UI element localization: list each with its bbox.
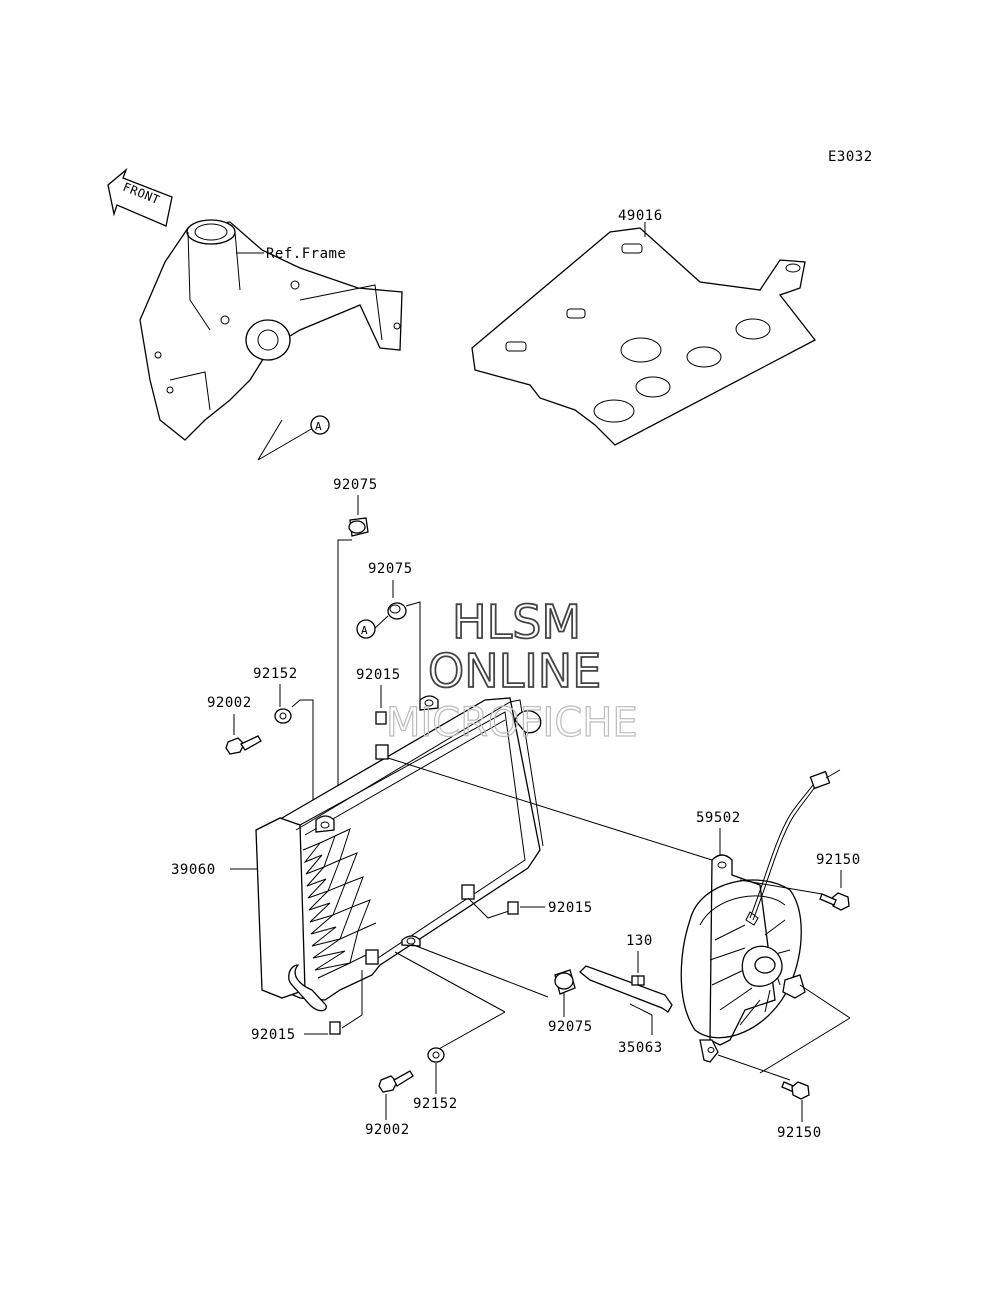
part-92015-label-top: 92015 — [356, 667, 401, 683]
clip-92015-bottom — [329, 1021, 341, 1035]
part-92015-label-right: 92015 — [548, 900, 593, 916]
part-92015-label-bottom: 92015 — [251, 1027, 296, 1043]
part-92002-label-bottom: 92002 — [365, 1122, 410, 1138]
part-59502-label: 59502 — [696, 810, 741, 826]
ref-a-marker-mid — [356, 619, 376, 639]
grommet-92075-top — [348, 517, 369, 537]
part-92002-label-top: 92002 — [207, 695, 252, 711]
part-92152-label-bottom: 92152 — [413, 1096, 458, 1112]
part-92075-label-mid: 92075 — [368, 561, 413, 577]
part-130-label: 130 — [626, 933, 653, 949]
part-35063-label: 35063 — [618, 1040, 663, 1056]
ref-a-top-label: A — [315, 420, 322, 433]
radiator-39060 — [255, 695, 544, 1012]
part-92150-label-bottom: 92150 — [777, 1125, 822, 1141]
sheet-49016 — [471, 222, 816, 446]
watermark-line1: HLSM — [452, 595, 581, 649]
watermark-line2: ONLINE — [428, 644, 601, 698]
frame-illustration — [139, 219, 403, 461]
bolt-92002-top — [225, 735, 262, 755]
fan-59502 — [680, 769, 841, 1063]
collar-92152-bottom — [427, 1047, 445, 1063]
ref-a-mid-label: A — [361, 624, 368, 637]
nut-130 — [631, 975, 645, 986]
part-39060-label: 39060 — [171, 862, 216, 878]
ref-a-marker-top — [310, 415, 330, 435]
part-49016-label: 49016 — [618, 208, 663, 224]
clip-92015-top — [375, 711, 387, 725]
bolt-92002-bottom — [378, 1070, 414, 1093]
clip-92015-right — [507, 901, 519, 915]
bracket-35063 — [579, 965, 673, 1013]
bolt-92150-top — [819, 892, 850, 911]
watermark: HLSM ONLINE MICROFICHE — [385, 594, 638, 747]
grommet-92075-mid — [387, 602, 407, 620]
part-92075-label-bottom: 92075 — [548, 1019, 593, 1035]
part-92152-label-top: 92152 — [253, 666, 298, 682]
front-arrow-icon: FRONT — [107, 167, 173, 227]
part-92075-label-top: 92075 — [333, 477, 378, 493]
part-92150-label-top: 92150 — [816, 852, 861, 868]
ref-frame-label: Ref.Frame — [266, 246, 346, 262]
collar-92152-top — [274, 708, 292, 724]
grommet-92075-bottom — [554, 969, 576, 995]
bolt-92150-bottom — [781, 1081, 810, 1100]
watermark-line3: MICROFICHE — [386, 700, 638, 746]
diagram-code: E3032 — [828, 149, 873, 165]
